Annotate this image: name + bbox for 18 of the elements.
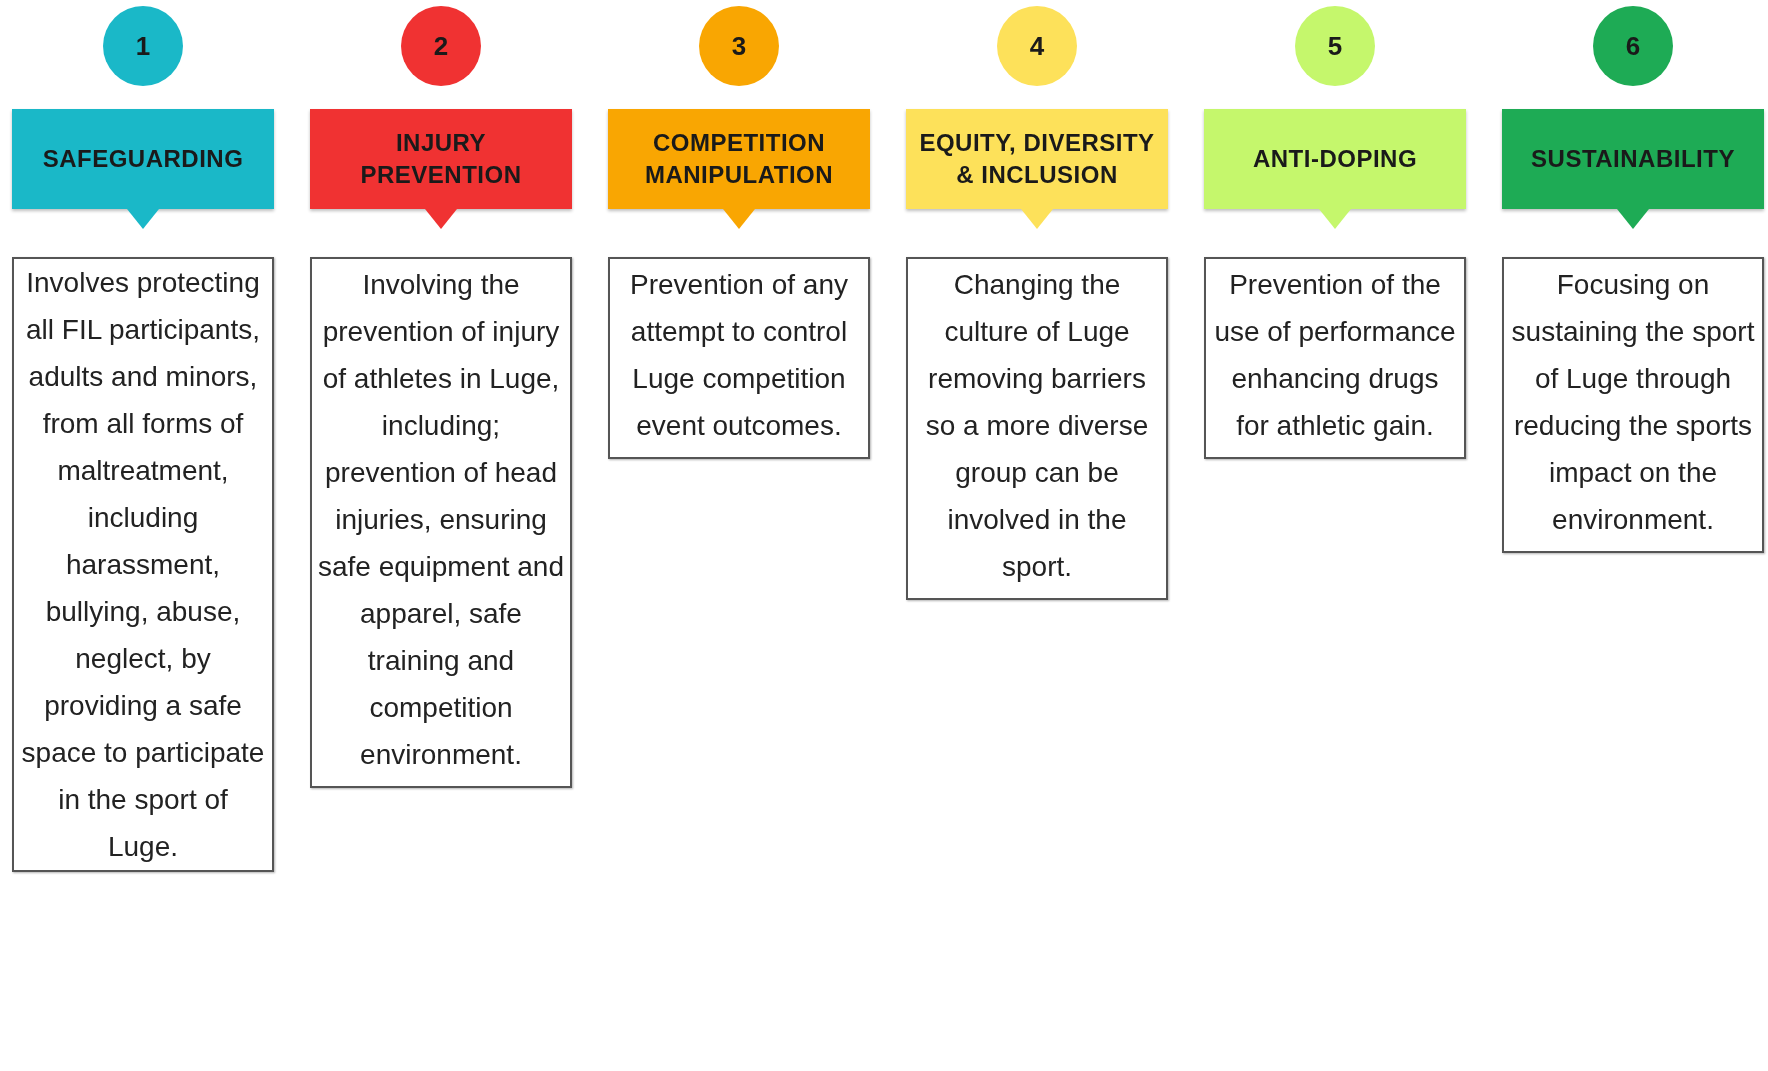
category-header: ANTI-DOPING [1204, 109, 1466, 209]
number-circle: 1 [103, 6, 183, 86]
description-box: Changing the culture of Luge removing barriers so a more diverse group can be involved in the sport. [906, 257, 1168, 600]
description-box: Involves protecting all FIL participants, adults and minors, from all forms of maltreatment, including harassment, bullying, abuse, neglect, by providing a safe space to participate in the sport of Luge. [12, 257, 274, 872]
number-circle: 3 [699, 6, 779, 86]
category-header: SUSTAINABILITY [1502, 109, 1764, 209]
number-circle: 2 [401, 6, 481, 86]
category-header: INJURY PREVENTION [310, 109, 572, 209]
number-circle: 5 [1295, 6, 1375, 86]
category-header: COMPETITION MANIPULATION [608, 109, 870, 209]
description-box: Involving the prevention of injury of athletes in Luge, including; prevention of head injuries, ensuring safe equipment and apparel, safe training and competition environment. [310, 257, 572, 788]
description-box: Focusing on sustaining the sport of Luge through reducing the sports impact on the environment. [1502, 257, 1764, 553]
number-circle: 4 [997, 6, 1077, 86]
category-header: EQUITY, DIVERSITY & INCLUSION [906, 109, 1168, 209]
description-box: Prevention of the use of performance enhancing drugs for athletic gain. [1204, 257, 1466, 459]
category-header: SAFEGUARDING [12, 109, 274, 209]
description-box: Prevention of any attempt to control Luge competition event outcomes. [608, 257, 870, 459]
number-circle: 6 [1593, 6, 1673, 86]
